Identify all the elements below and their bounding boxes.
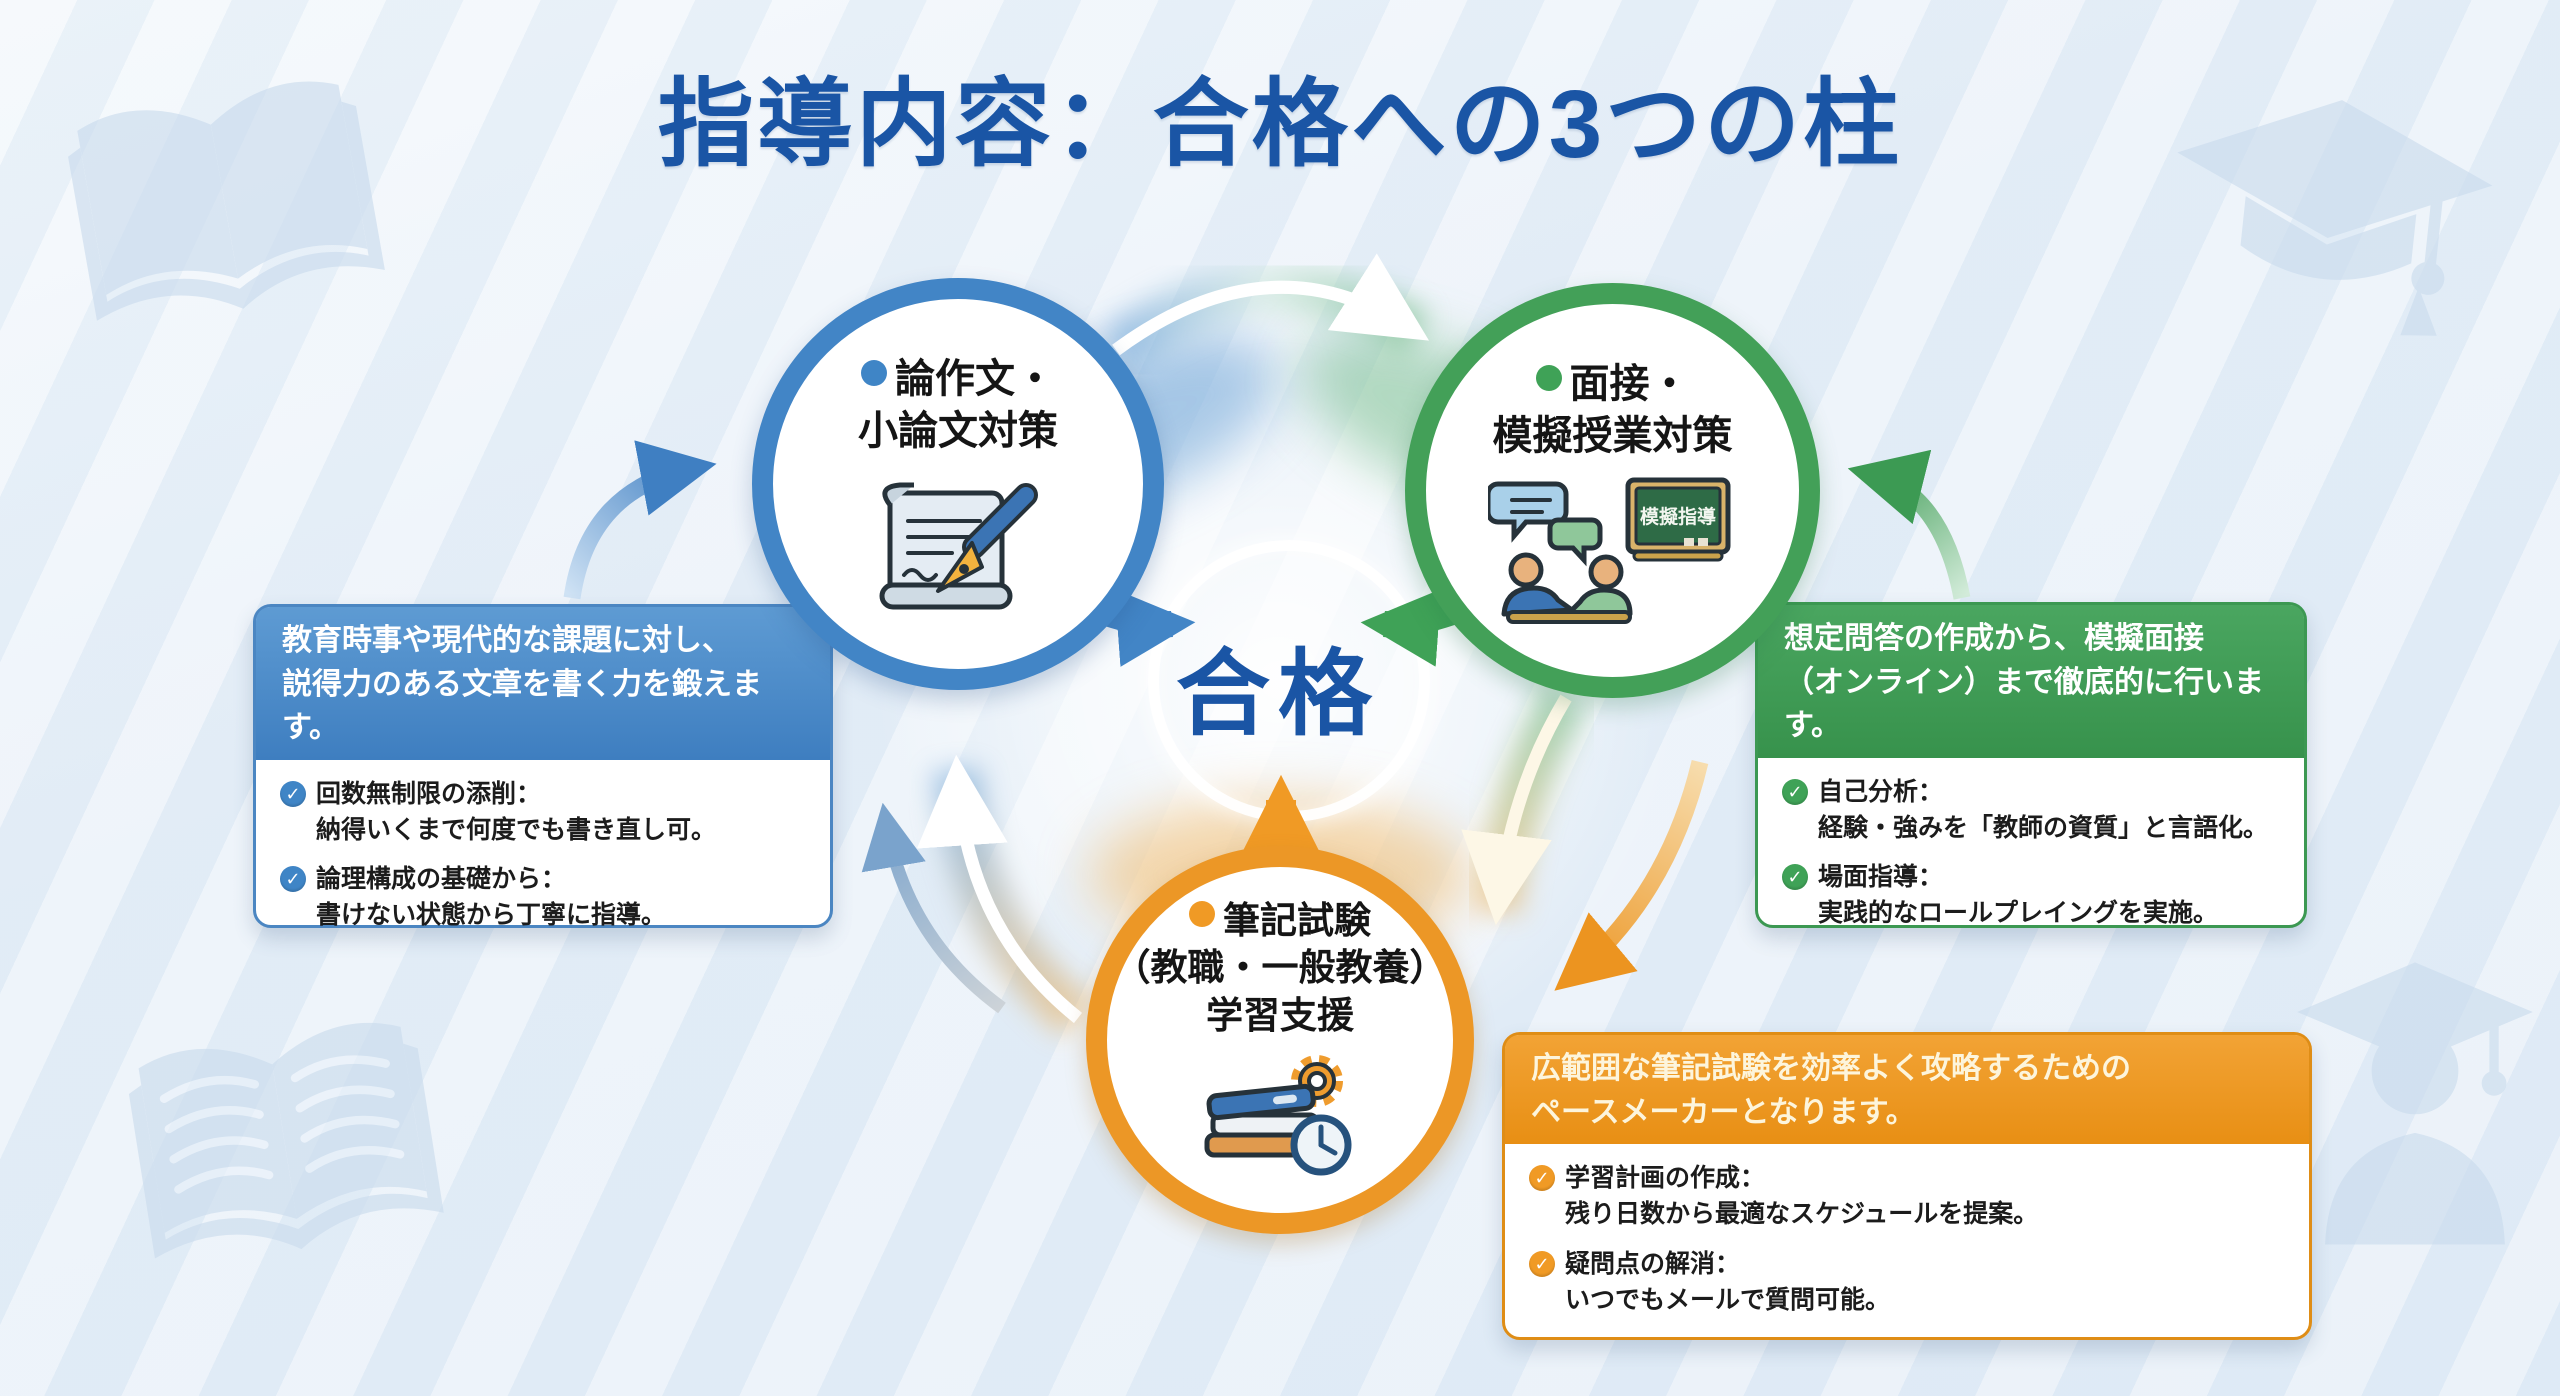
written-box-header: 広範囲な筆記試験を効率よく攻略するための ペースメーカーとなります。 xyxy=(1505,1035,2309,1144)
essay-box-header: 教育時事や現代的な課題に対し、 説得力のある文章を書く力を鍛えます。 xyxy=(256,607,830,760)
list-item: ✓ 回数無制限の添削：納得いくまで何度でも書き直し可。 xyxy=(280,776,814,849)
goal-label: 合格 xyxy=(1175,641,1380,746)
orange-accent-arrow xyxy=(1554,760,1709,991)
cycle-arrow-orange-to-blue xyxy=(916,754,1094,1037)
pillar-interview-label: 面接・ 模擬授業対策 xyxy=(1492,362,1733,458)
open-book-lines-watermark-icon xyxy=(128,1022,444,1259)
green-accent-arrow xyxy=(1847,449,1971,600)
check-icon: ✓ xyxy=(1782,864,1808,890)
discussion-blackboard-icon: 模擬指導 xyxy=(1487,477,1730,624)
interview-box-header: 想定問答の作成から、模擬面接 （オンライン）まで徹底的に行います。 xyxy=(1758,605,2304,758)
green-bullet-icon xyxy=(1535,365,1562,391)
check-icon: ✓ xyxy=(280,866,306,892)
open-book-watermark-icon xyxy=(68,81,385,321)
check-icon: ✓ xyxy=(1782,778,1808,805)
written-box-body: ✓ 学習計画の作成：残り日数から最適なスケジュールを提案。 ✓ 疑問点の解消：い… xyxy=(1505,1144,2309,1318)
list-item: ✓ 学習計画の作成：残り日数から最適なスケジュールを提案。 xyxy=(1529,1160,2293,1233)
graduation-cap-watermark-icon xyxy=(2177,100,2493,336)
cycle-arrow-green-to-orange xyxy=(1461,685,1587,926)
blue-bullet-icon xyxy=(861,360,887,386)
list-item: ✓ 場面指導：実践的なロールプレイングを実施。 xyxy=(1782,859,2288,932)
page-title: 指導内容：合格への3つの柱 xyxy=(657,71,1903,178)
svg-text:模擬指導: 模擬指導 xyxy=(1639,505,1715,528)
essay-info-box: 教育時事や現代的な課題に対し、 説得力のある文章を書く力を鍛えます。 ✓ 回数無… xyxy=(253,604,833,929)
graduate-person-watermark-icon xyxy=(2297,962,2533,1245)
list-item: ✓ 疑問点の解消：いつでもメールで質問可能。 xyxy=(1529,1246,2293,1319)
scroll-pen-icon xyxy=(879,482,1038,610)
pillar-circle-essay: 論作文・ 小論文対策 xyxy=(752,278,1164,690)
books-gear-clock-icon xyxy=(1204,1055,1352,1176)
pillar-written-label: 筆記試験 （教職・一般教養） 学習支援 xyxy=(1113,900,1447,1036)
pillar-essay-label: 論作文・ 小論文対策 xyxy=(858,357,1058,453)
pillar-circle-interview: 面接・ 模擬授業対策 模擬指導 xyxy=(1405,283,1820,698)
blue-accent-arrow xyxy=(563,440,717,600)
check-icon: ✓ xyxy=(1529,1250,1555,1277)
check-icon: ✓ xyxy=(1529,1165,1555,1191)
interview-box-body: ✓ 自己分析：経験・強みを「教師の資質」と言語化。 ✓ 場面指導：実践的なロール… xyxy=(1758,758,2304,932)
essay-box-body: ✓ 回数無制限の添削：納得いくまで何度でも書き直し可。 ✓ 論理構成の基礎から：… xyxy=(256,760,830,934)
interview-info-box: 想定問答の作成から、模擬面接 （オンライン）まで徹底的に行います。 ✓ 自己分析… xyxy=(1755,602,2307,928)
written-info-box: 広範囲な筆記試験を効率よく攻略するための ペースメーカーとなります。 ✓ 学習計… xyxy=(1502,1032,2312,1340)
grayblue-accent-arrow xyxy=(861,802,1006,1014)
list-item: ✓ 論理構成の基礎から：書けない状態から丁寧に指導。 xyxy=(280,861,814,934)
check-icon: ✓ xyxy=(280,780,306,807)
list-item: ✓ 自己分析：経験・強みを「教師の資質」と言語化。 xyxy=(1782,774,2288,847)
pillar-circle-written: 筆記試験 （教職・一般教養） 学習支援 xyxy=(1086,846,1474,1234)
orange-bullet-icon xyxy=(1189,901,1215,927)
